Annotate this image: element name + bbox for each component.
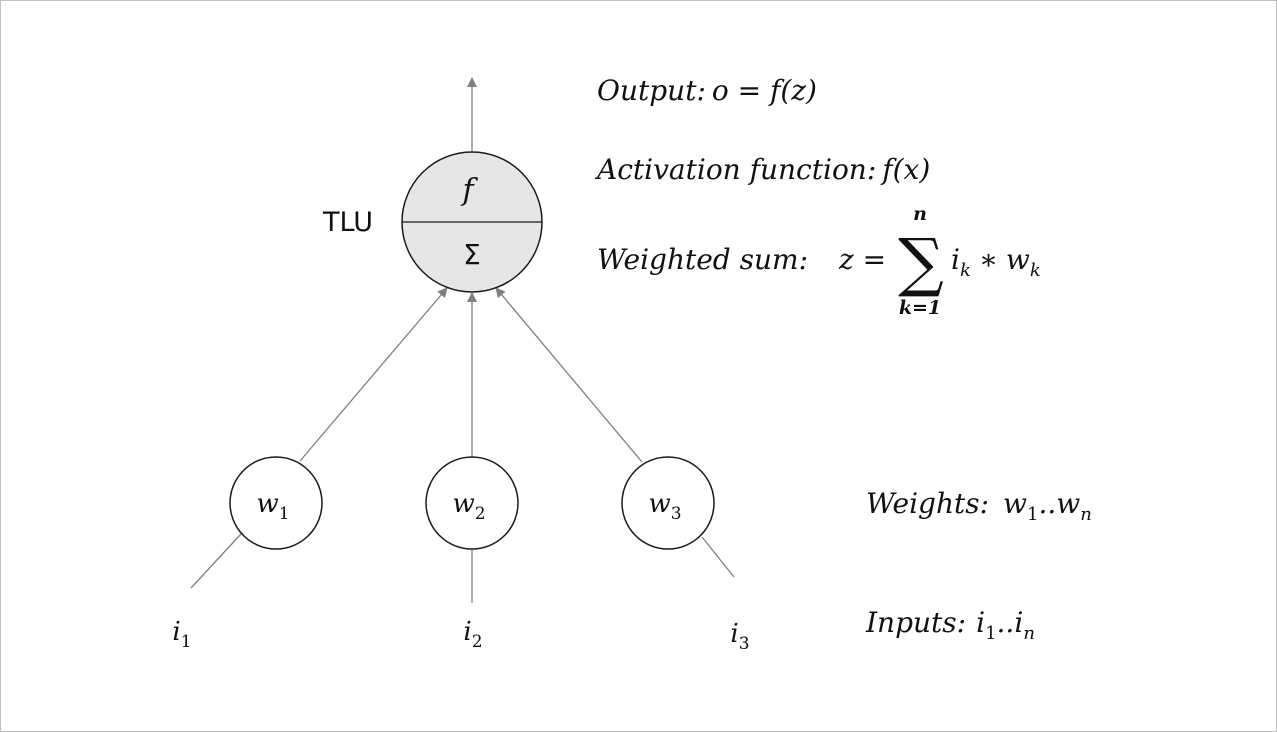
svg-text:w3: w3: [648, 489, 681, 524]
weight-1-sub: 1: [279, 504, 290, 524]
inputs-annotation: Inputs:i1..in: [865, 606, 1035, 644]
svg-text:w1: w1: [256, 489, 289, 524]
edge-w3-to-tlu: [495, 287, 643, 463]
svg-text:ik∗wk: ik∗wk: [951, 243, 1041, 281]
edge-i3-to-w3: [701, 536, 735, 578]
input-label-2: i2: [463, 617, 482, 652]
weight-2-sub: 2: [475, 504, 486, 524]
weight-node-1: w1: [229, 456, 323, 550]
edge-w1-to-tlu: [299, 287, 448, 462]
weighted-sum-label: Weighted sum:: [597, 243, 808, 276]
sum-term-b-sub: k: [1030, 260, 1041, 281]
sum-term-a: i: [951, 243, 960, 276]
svg-text:Weighted sum:: Weighted sum:: [597, 243, 808, 276]
weight-2-base: w: [452, 489, 474, 519]
sigma-symbol: ∑: [898, 226, 944, 300]
weights-annotation: Weights:w1..wn: [866, 487, 1092, 525]
svg-text:w2: w2: [452, 489, 485, 524]
sum-times: ∗: [979, 243, 998, 276]
weight-node-3: w3: [621, 456, 715, 550]
edge-i1-to-w1: [190, 533, 242, 589]
weighted-sum-lhs: z =: [838, 243, 886, 276]
sum-term-a-sub: k: [960, 260, 971, 281]
weight-1-base: w: [256, 489, 278, 519]
input-label-1: i1: [172, 617, 191, 652]
weight-3-sub: 3: [671, 504, 682, 524]
sum-symbol: Σ: [463, 238, 481, 271]
sum-term-b: w: [1006, 243, 1030, 276]
sigma-lower-limit: k=1: [899, 297, 941, 319]
weight-3-base: w: [648, 489, 670, 519]
output-annotation: Output:o = f(z): [597, 74, 817, 107]
tlu-label: TLU: [322, 207, 373, 238]
activation-annotation: Activation function:f(x): [594, 153, 930, 186]
input-label-3: i3: [730, 619, 749, 654]
tlu-node: f Σ: [401, 151, 543, 293]
weighted-sum-annotation: Weighted sum: z = ∑ n k=1 ik∗wk: [597, 203, 1041, 319]
sigma-upper-limit: n: [913, 203, 927, 225]
weight-node-2: w2: [425, 456, 519, 550]
